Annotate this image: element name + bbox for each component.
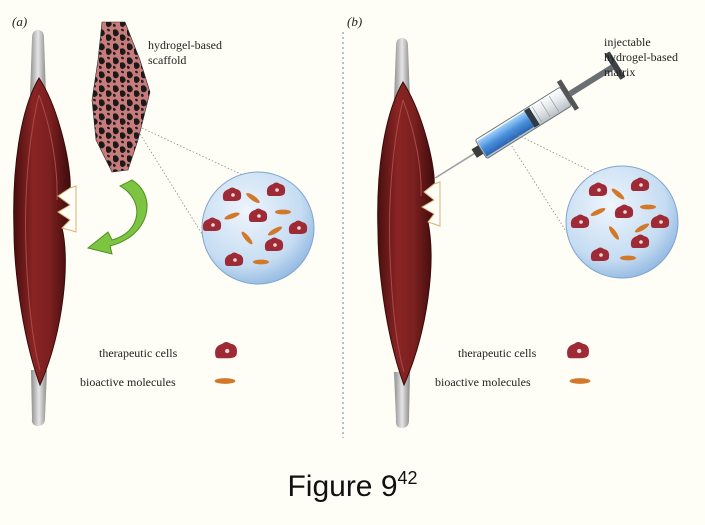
- tendon-top-b: [394, 38, 410, 100]
- legend-a-cell-icon: [215, 342, 237, 359]
- legend-b-molecule-icon: [569, 378, 591, 384]
- matrix-label-line2: hydrogel-based: [604, 50, 678, 64]
- zoom-circle-a: [201, 171, 315, 285]
- zoom-circle-b: [565, 165, 679, 279]
- scaffold-label-line2: scaffold: [148, 53, 186, 67]
- tendon-bottom-b: [394, 372, 410, 428]
- figure-caption: Figure 942: [0, 468, 705, 504]
- muscle-b: [377, 81, 435, 387]
- legend-a-molecules-label: bioactive molecules: [80, 375, 176, 389]
- muscle-defect-a: [57, 185, 77, 233]
- tendon-bottom-a: [31, 370, 47, 426]
- hydrogel-scaffold: [91, 21, 151, 173]
- muscle-a: [13, 77, 71, 387]
- legend-b-molecules-label: bioactive molecules: [435, 375, 531, 389]
- caption-text: Figure 9: [287, 470, 398, 503]
- legend-a-molecule-icon: [214, 378, 236, 384]
- zoom-line-a-top: [141, 127, 263, 185]
- matrix-label-line3: matrix: [604, 65, 635, 79]
- matrix-label-line1: injectable: [604, 35, 651, 49]
- muscle-defect-b: [421, 181, 441, 227]
- figure-diagram: (a) hydrogel-based scaffold therapeutic …: [12, 14, 679, 438]
- panel-a-label: (a): [12, 14, 27, 29]
- muscle-a-inner: [25, 94, 58, 371]
- legend-a-cells-label: therapeutic cells: [99, 346, 178, 360]
- tendon-top-a: [30, 30, 46, 95]
- caption-superscript: 42: [397, 468, 418, 488]
- zoom-line-a-bottom: [139, 133, 213, 251]
- syringe: [434, 51, 626, 179]
- implant-arrow: [86, 179, 148, 255]
- legend-b-cell-icon: [567, 342, 589, 359]
- legend-b-cells-label: therapeutic cells: [458, 346, 537, 360]
- scaffold-label-line1: hydrogel-based: [148, 38, 222, 52]
- muscle-b-inner: [389, 99, 422, 373]
- panel-b-label: (b): [347, 14, 362, 29]
